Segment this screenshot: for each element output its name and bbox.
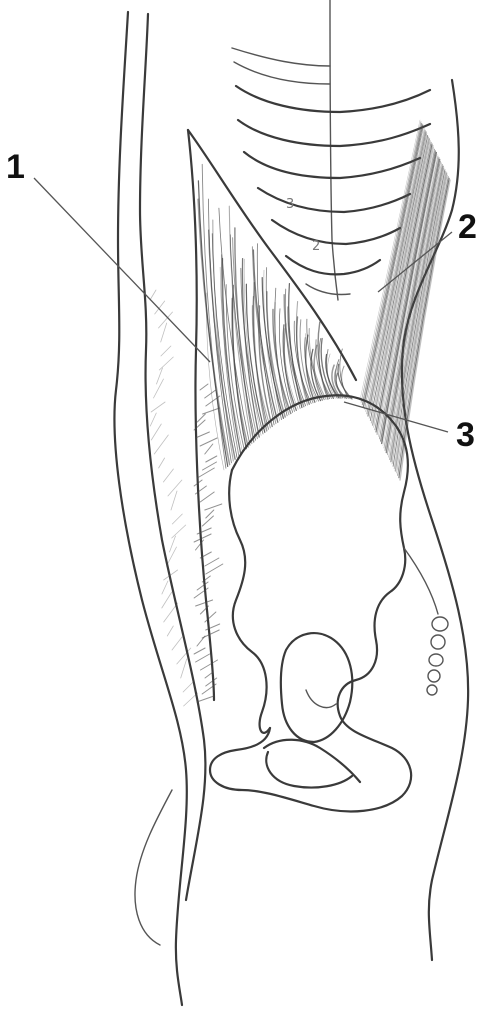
muscle-fiber <box>200 438 217 446</box>
rib-number-2: 2 <box>312 239 320 254</box>
muscle-fiber <box>242 259 259 437</box>
muscle-fiber <box>200 384 208 390</box>
skin-shading <box>163 469 173 482</box>
skin-shading <box>172 514 182 524</box>
skin-shading <box>159 458 165 468</box>
skin-shading <box>168 480 182 496</box>
vertebral-line <box>330 0 338 300</box>
rib-number-3: 3 <box>286 197 294 212</box>
skin-shading <box>162 592 172 608</box>
skin-shading <box>170 536 176 552</box>
skin-shading <box>184 693 198 706</box>
muscle-fiber <box>205 504 222 510</box>
skin-shading <box>150 290 156 300</box>
coccyx-segment <box>428 670 440 682</box>
ischial-loop <box>266 752 352 788</box>
callout-label-2: 2 <box>458 208 477 246</box>
ilium-left-border <box>229 470 270 733</box>
coccyx-segment <box>427 685 437 695</box>
muscle-fiber <box>205 444 213 454</box>
muscle-fiber <box>201 660 218 670</box>
pelvis <box>210 395 448 811</box>
skin-shading <box>181 659 187 678</box>
muscle-fiber <box>195 432 209 438</box>
skin-shading <box>159 357 173 370</box>
muscle-fiber <box>197 636 205 646</box>
muscle-1-edge-left <box>188 130 214 700</box>
leader-line-1 <box>34 178 210 362</box>
skin-shading <box>157 368 163 384</box>
skin-shading <box>151 424 161 440</box>
skin-shading <box>167 626 173 636</box>
rib <box>244 152 420 178</box>
skin-shading <box>151 402 165 412</box>
skin-shading <box>164 603 178 622</box>
muscle-fiber <box>200 492 214 502</box>
muscle-fiber <box>202 516 213 526</box>
obturator-foramen <box>281 633 352 742</box>
skin-shading <box>150 413 156 426</box>
skin-shading <box>161 323 167 342</box>
rib <box>238 120 430 146</box>
skin-shading <box>154 435 168 454</box>
muscle-fiber <box>194 648 205 654</box>
ischium <box>264 740 360 782</box>
buttock-contour <box>135 790 172 945</box>
skin-shading <box>172 637 182 650</box>
muscle-fiber <box>203 408 220 414</box>
sacrum-edge <box>404 548 438 614</box>
obturator-inner <box>306 690 336 708</box>
rib <box>272 220 400 244</box>
muscle-fiber <box>205 558 219 566</box>
muscle-fiber <box>197 696 214 702</box>
skin-shading <box>155 301 165 314</box>
coccyx-segment <box>429 654 443 666</box>
skin-shading <box>162 581 168 594</box>
skin-shading <box>183 682 193 692</box>
skin-shading <box>161 346 171 356</box>
muscle-fiber <box>205 390 216 398</box>
rib <box>236 86 430 112</box>
skin-shading <box>172 525 186 538</box>
muscle-fiber <box>196 654 210 662</box>
muscle-fiber <box>197 468 214 478</box>
callout-label-3: 3 <box>456 416 475 454</box>
rib <box>258 188 410 212</box>
muscle-fiber <box>206 564 223 574</box>
skin-shading <box>171 491 177 510</box>
skin-shading <box>154 379 164 398</box>
coccyx-segment <box>431 635 445 649</box>
muscle-fiber <box>206 456 217 462</box>
coccyx-segment <box>432 617 448 631</box>
skin-shading <box>167 547 177 566</box>
iliac-crest <box>210 395 411 811</box>
callout-label-1: 1 <box>6 148 25 186</box>
rib <box>232 48 330 66</box>
back-contour-outer <box>114 12 186 1005</box>
muscle-fiber <box>196 600 213 606</box>
muscle-fiber <box>203 462 217 470</box>
rib <box>306 284 350 295</box>
